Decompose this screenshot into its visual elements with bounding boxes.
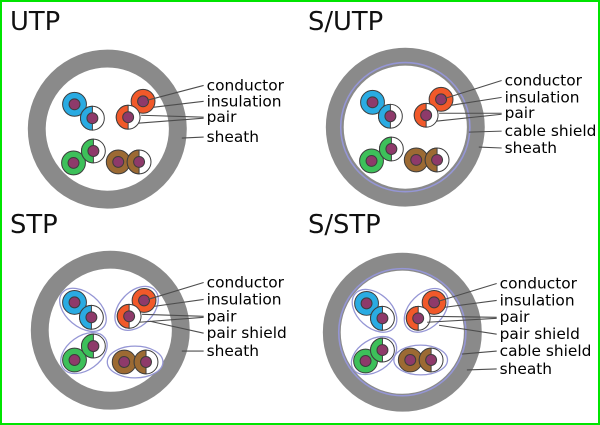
panel-utp: UTP conductor insulatio: [2, 2, 300, 213]
leader-line-cable-shield: [461, 350, 497, 355]
sstp-cable-cross-section: [322, 252, 482, 412]
cable-shield-ring: [339, 61, 471, 193]
label-cable-shield: cable shield: [505, 122, 597, 140]
leader-line-pair-b: [427, 317, 497, 323]
wire-brown-solid: [105, 149, 131, 175]
leader-line-sheath: [181, 136, 204, 139]
utp-leader-lines: [138, 84, 204, 139]
wire-brown-solid: [111, 349, 137, 374]
wire-orange-striped: [116, 303, 142, 329]
leader-line-insulation: [153, 298, 204, 307]
sheath-ring: [30, 250, 190, 410]
label-insulation: insulation: [505, 88, 580, 106]
sheath-ring: [27, 49, 187, 209]
label-insulation: insulation: [207, 290, 282, 308]
leader-line-cable-shield: [468, 130, 502, 133]
label-insulation: insulation: [500, 291, 575, 309]
sheath-ring: [325, 47, 485, 207]
wire-brown-solid: [397, 347, 423, 373]
label-pair: pair: [207, 307, 237, 325]
label-insulation: insulation: [207, 92, 282, 110]
wire-orange-striped: [405, 305, 431, 331]
sstp-labels: conductor insulation pair pair shield ca…: [500, 274, 592, 377]
label-conductor: conductor: [207, 273, 285, 291]
wire-brown-striped: [126, 149, 152, 175]
wire-blue-striped: [370, 305, 395, 331]
leader-line-pair-b: [138, 117, 204, 124]
wire-green-striped: [80, 138, 106, 164]
label-pair-shield: pair shield: [500, 325, 580, 343]
stp-diagram: STP: [10, 213, 287, 410]
leader-line-sheath: [466, 367, 497, 371]
leader-line-pair-b: [436, 113, 502, 122]
utp-labels: conductor insulation pair sheath: [207, 76, 285, 146]
wire-brown-striped: [133, 349, 159, 374]
leader-line-insulation: [450, 96, 502, 106]
utp-diagram: UTP conductor insulatio: [10, 7, 285, 209]
label-sheath: sheath: [505, 139, 557, 157]
sutp-cable-cross-section: [325, 47, 485, 207]
sutp-diagram: S/UTP conduct: [308, 7, 597, 207]
label-sheath: sheath: [207, 342, 259, 360]
leader-line-pair-a: [141, 114, 204, 118]
label-sheath: sheath: [207, 128, 259, 146]
label-pair: pair: [500, 308, 530, 326]
leader-line-conductor: [146, 84, 204, 101]
label-conductor: conductor: [500, 274, 578, 292]
wire-green-striped: [80, 333, 106, 359]
sutp-leader-lines: [436, 79, 502, 149]
panel-stp: STP: [2, 213, 300, 423]
stp-cable-cross-section: [30, 250, 190, 410]
sstp-leader-lines: [427, 282, 497, 371]
wire-green-striped: [378, 136, 404, 162]
wire-brown-striped: [418, 347, 444, 373]
leader-line-sheath: [478, 146, 502, 149]
sstp-diagram: S/STP: [308, 213, 592, 412]
wire-blue-striped: [78, 304, 104, 330]
wire-brown-solid: [403, 147, 429, 173]
panel-title: S/UTP: [308, 7, 383, 37]
leader-line-pair-shield: [149, 320, 204, 334]
leader-line-pair-b: [139, 316, 204, 323]
label-conductor: conductor: [207, 76, 285, 94]
wire-blue-striped: [79, 105, 105, 131]
label-pair-shield: pair shield: [207, 324, 287, 342]
label-cable-shield: cable shield: [500, 342, 592, 360]
label-pair: pair: [207, 108, 237, 126]
label-sheath: sheath: [500, 359, 552, 377]
leader-line-pair-a: [430, 315, 497, 318]
leader-line-conductor: [147, 281, 204, 300]
panel-sstp: S/STP: [300, 213, 598, 423]
leader-line-conductor: [437, 282, 497, 302]
panel-title: S/STP: [308, 213, 381, 240]
stp-leader-lines: [139, 281, 204, 352]
wire-brown-striped: [424, 147, 450, 173]
utp-cable-cross-section: [27, 49, 187, 209]
leader-line-conductor: [444, 79, 502, 99]
wire-orange-striped: [413, 102, 439, 128]
label-pair: pair: [505, 104, 535, 122]
panel-title: STP: [10, 213, 58, 240]
wire-orange-striped: [115, 104, 141, 130]
sutp-labels: conductor insulation pair cable shield s…: [505, 71, 597, 157]
stp-labels: conductor insulation pair pair shield sh…: [207, 273, 287, 360]
label-conductor: conductor: [505, 71, 583, 89]
leader-line-insulation: [152, 100, 204, 108]
panel-title: UTP: [10, 7, 60, 37]
leader-line-pair-shield: [438, 324, 497, 335]
wire-blue-striped: [377, 103, 403, 129]
wire-green-striped: [370, 337, 395, 363]
sheath-ring: [322, 252, 482, 412]
cable-shield-ring: [337, 267, 467, 397]
panel-sutp: S/UTP conduct: [300, 2, 598, 213]
leader-line-pair-a: [142, 313, 204, 317]
leader-line-insulation: [443, 299, 497, 308]
